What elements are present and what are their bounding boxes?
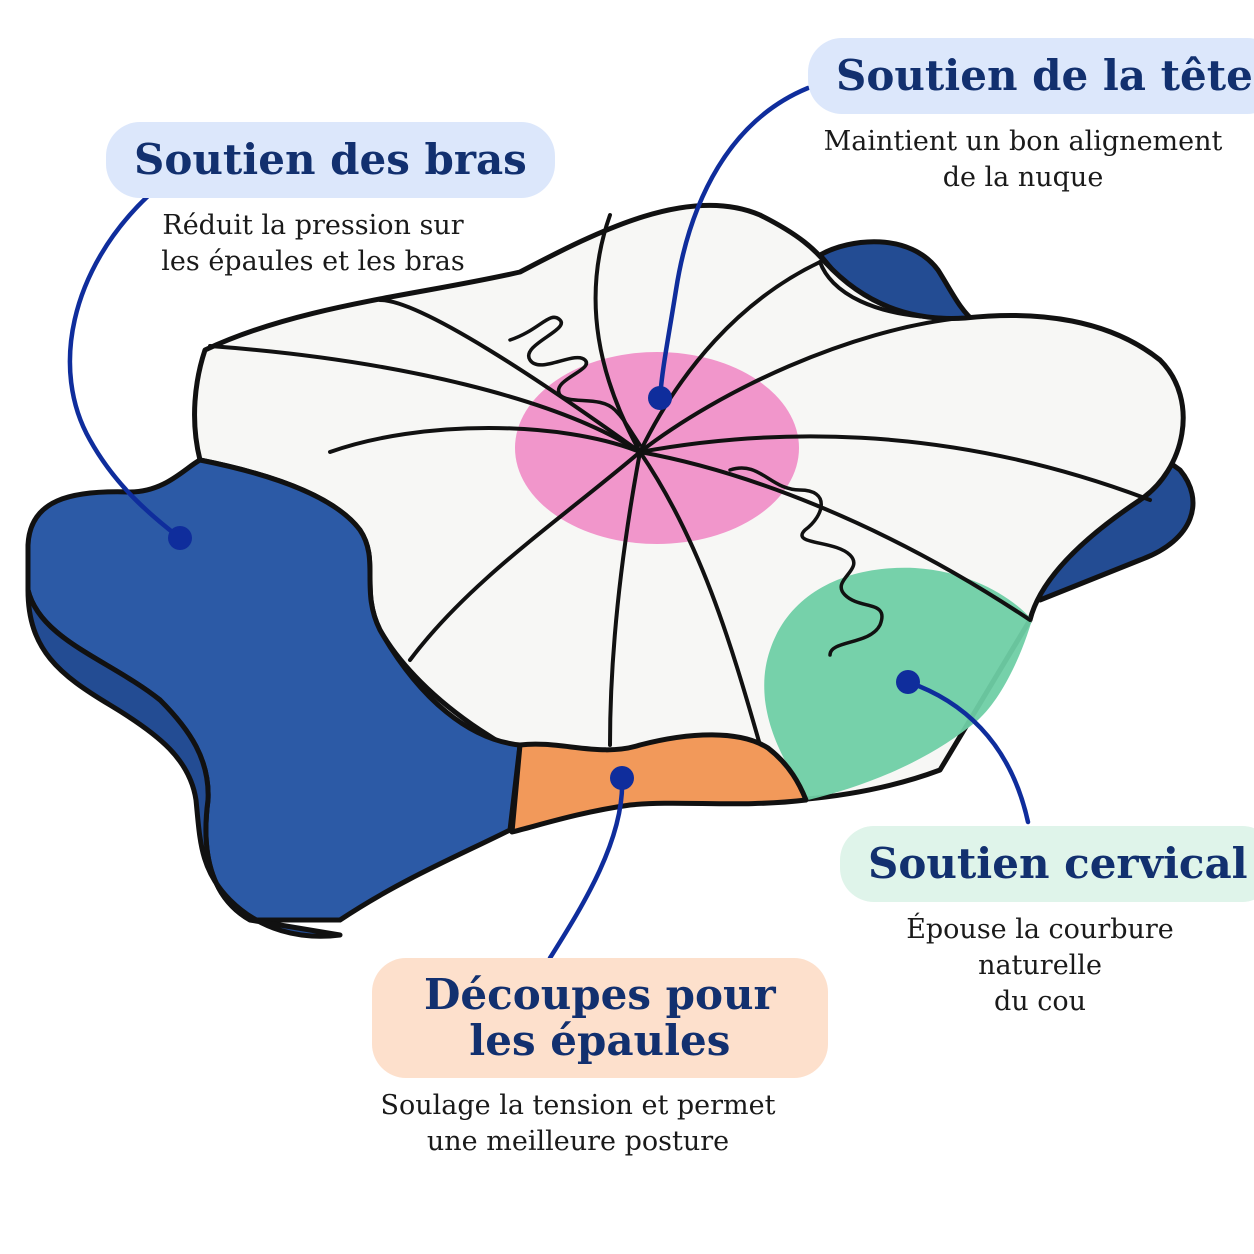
leader-head <box>657 85 811 401</box>
leader-lines <box>67 85 1031 961</box>
shoulders-desc-line-2: une meilleure posture <box>426 1126 730 1157</box>
anchor-dots <box>168 386 920 790</box>
cervical-desc-line-2: du cou <box>993 986 1087 1017</box>
shoulder-cutouts-description: Soulage la tension et permet une meilleu… <box>372 1088 784 1160</box>
head-desc-line-2: de la nuque <box>942 162 1104 193</box>
arms-desc-line-2: les épaules et les bras <box>161 246 465 277</box>
arm-support-title: Soutien des bras <box>106 122 555 198</box>
dot-arms <box>168 526 192 550</box>
pillow-seams <box>208 213 1152 747</box>
dot-shoulders <box>610 766 634 790</box>
head-support-description: Maintient un bon alignement de la nuque <box>808 124 1238 196</box>
leader-cervical <box>905 679 1031 825</box>
arm-support-description: Réduit la pression sur les épaules et le… <box>106 208 520 280</box>
callout-arm-support: Soutien des bras Réduit la pression sur … <box>106 122 555 280</box>
shoulders-title-line-1: Découpes pour <box>424 970 776 1019</box>
leader-shoulders <box>547 775 625 961</box>
head-support-title: Soutien de la tête <box>808 38 1254 114</box>
shoulder-cutouts-title: Découpes pour les épaules <box>372 958 828 1078</box>
cervical-desc-line-1: Épouse la courbure naturelle <box>906 914 1174 981</box>
shoulders-title-line-2: les épaules <box>469 1016 731 1065</box>
cervical-support-description: Épouse la courbure naturelle du cou <box>840 912 1240 1020</box>
shoulders-desc-line-1: Soulage la tension et permet <box>380 1090 776 1121</box>
cervical-support-title: Soutien cervical <box>840 826 1254 902</box>
dot-head <box>648 386 672 410</box>
leader-arms <box>67 193 183 541</box>
pillow-wave-marks <box>508 315 884 657</box>
callout-cervical-support: Soutien cervical Épouse la courbure natu… <box>840 826 1254 1020</box>
callout-head-support: Soutien de la tête Maintient un bon alig… <box>808 38 1254 196</box>
arms-desc-line-1: Réduit la pression sur <box>162 210 464 241</box>
dot-cervical <box>896 670 920 694</box>
arm-side-panel <box>25 587 343 939</box>
callout-shoulder-cutouts: Découpes pour les épaules Soulage la ten… <box>372 958 828 1160</box>
shoulder-cutout-zone <box>509 732 809 835</box>
head-desc-line-1: Maintient un bon alignement <box>823 126 1223 157</box>
